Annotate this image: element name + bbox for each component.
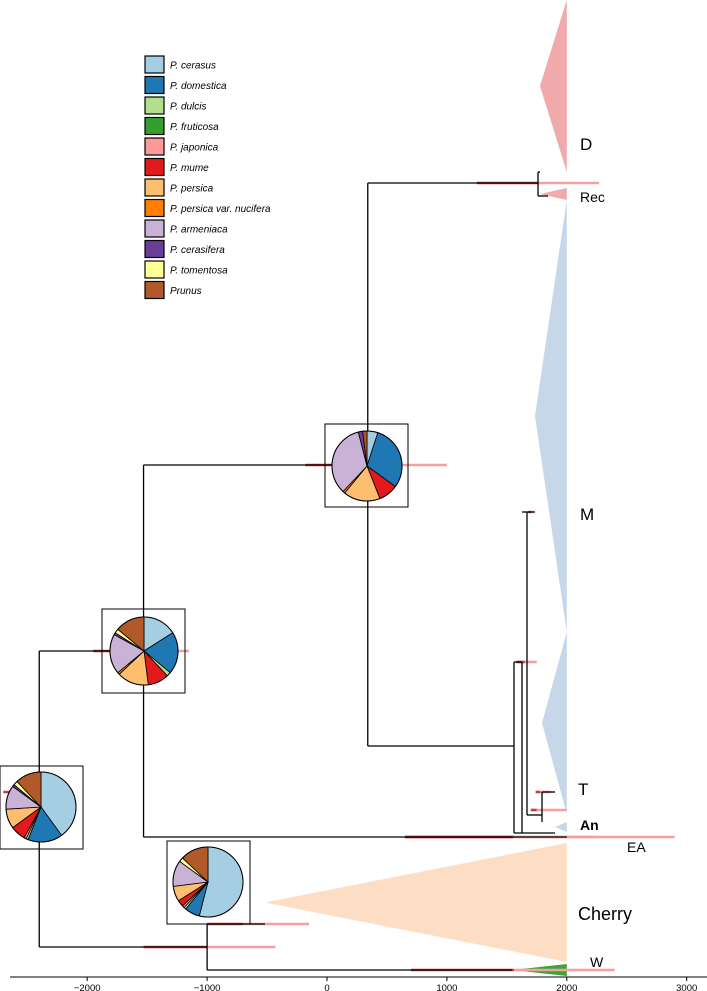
legend-label-4: P. japonica [170, 143, 219, 154]
pie-outline-root [5, 771, 77, 843]
x-tick-label-3: 1000 [436, 983, 457, 991]
x-tick-label-5: 3000 [676, 983, 697, 991]
clade-triangle-M [535, 200, 567, 632]
pie-outline-n1 [109, 616, 179, 686]
legend-swatch-3 [144, 116, 165, 136]
legend-label-6: P. persica [170, 184, 214, 195]
legend-swatch-8 [144, 219, 165, 238]
pie-frame-n1 [101, 608, 186, 694]
legend-label-5: P. mume [170, 163, 209, 174]
legend-label-9: P. cerasifera [170, 245, 225, 256]
clade-label-An: An [580, 817, 599, 833]
clade-triangle-D [540, 0, 567, 172]
ancestral-state-pies [0, 423, 409, 925]
tree-branches [38, 171, 567, 971]
legend-label-11: Prunus [170, 286, 202, 297]
legend-label-1: P. domestica [170, 81, 227, 92]
legend-label-7: P. persica var. nucifera [170, 204, 271, 215]
clade-label-D: D [580, 135, 592, 154]
pie-frame-root [0, 765, 84, 850]
clade-triangle-An [555, 822, 567, 832]
species-legend: P. cerasus P. domestica P. dulcis P. frutic… [144, 55, 271, 300]
legend-swatch-11 [144, 280, 165, 300]
pie-frame-nCherry [166, 840, 251, 925]
legend-swatch-6 [144, 178, 165, 197]
time-axis: −2000 −1000 0 1000 2000 3000 [10, 976, 707, 991]
legend-label-8: P. armeniaca [170, 225, 228, 236]
pie-outline-n2 [331, 430, 403, 502]
legend-swatch-9 [144, 239, 165, 259]
pie-outline-nCherry [172, 846, 244, 918]
pie-frame-n2 [324, 423, 409, 508]
legend-swatch-5 [144, 157, 165, 177]
clade-triangles [265, 0, 567, 976]
legend-swatch-7 [144, 198, 165, 218]
x-tick-label-4: 2000 [556, 983, 577, 991]
clade-label-Cherry: Cherry [578, 904, 632, 924]
node-age-intervals [3, 181, 675, 972]
legend-label-2: P. dulcis [170, 102, 207, 113]
clade-label-M: M [580, 505, 594, 524]
clade-label-T: T [578, 780, 588, 799]
legend-swatch-1 [144, 75, 165, 95]
clade-triangle-Rec [540, 188, 567, 200]
x-tick-label-1: −1000 [194, 983, 221, 991]
clade-triangle-Cherry [265, 843, 567, 962]
legend-label-0: P. cerasus [170, 61, 216, 72]
clade-label-Rec: Rec [580, 189, 605, 205]
clade-triangle-T [542, 632, 567, 814]
legend-swatch-4 [144, 137, 165, 156]
x-tick-label-2: 0 [324, 983, 329, 991]
clade-label-W: W [590, 954, 604, 970]
x-tick-label-0: −2000 [74, 983, 101, 991]
legend-swatch-2 [144, 96, 165, 115]
legend-label-10: P. tomentosa [170, 266, 228, 277]
legend-swatch-0 [144, 55, 165, 74]
clade-label-EA: EA [627, 839, 646, 855]
legend-label-3: P. fruticosa [170, 122, 219, 133]
legend-swatch-10 [144, 260, 165, 279]
